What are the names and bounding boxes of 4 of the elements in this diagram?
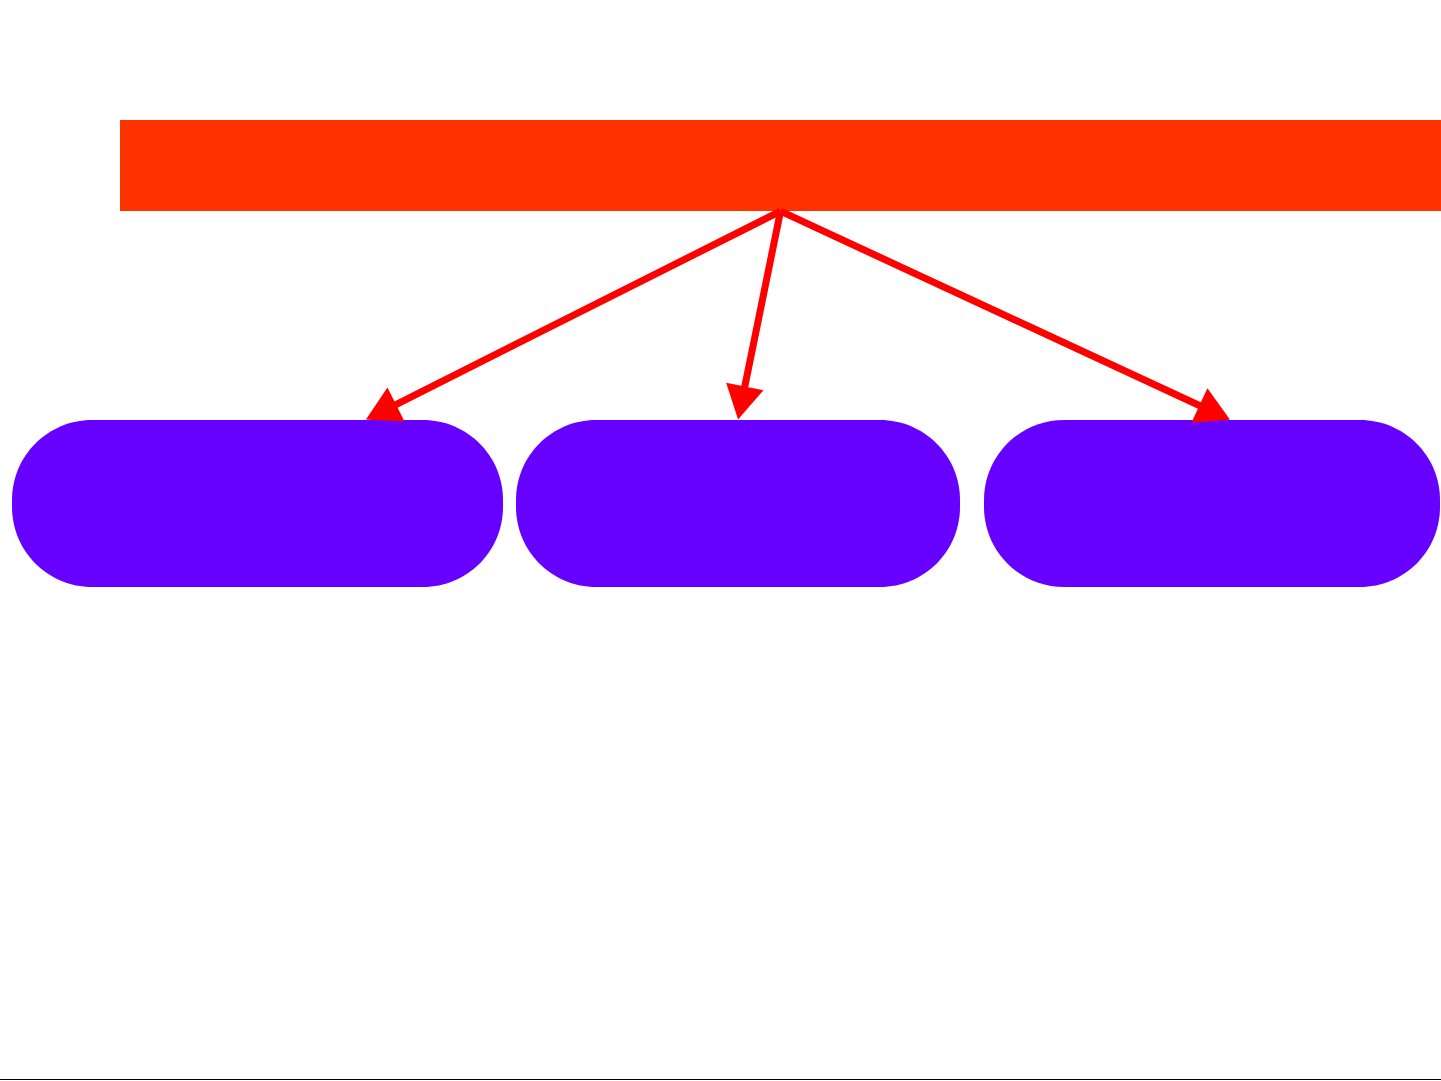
rounded-box xyxy=(12,420,503,587)
rounded-box xyxy=(984,420,1440,587)
rounded-box xyxy=(516,420,960,587)
header-bar xyxy=(120,120,1441,211)
